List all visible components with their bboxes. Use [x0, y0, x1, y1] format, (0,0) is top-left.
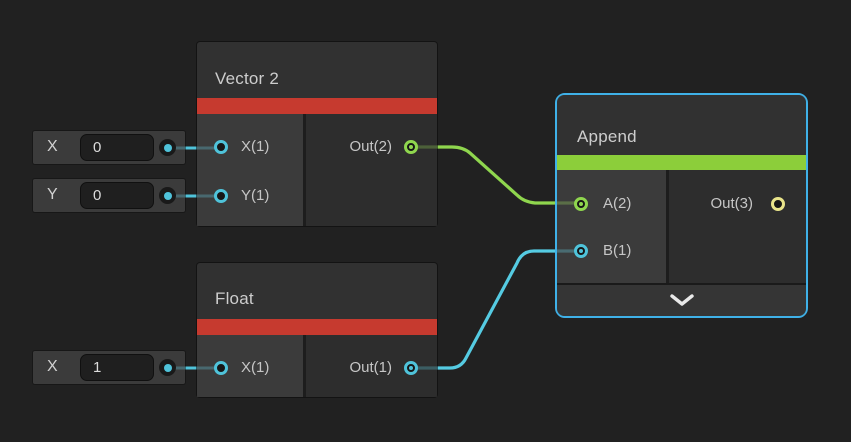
port-append-a-input[interactable]	[574, 197, 588, 211]
connector-dot	[163, 143, 172, 152]
node-append-title: Append	[577, 127, 637, 146]
port-label-vector2-x: X(1)	[241, 138, 270, 155]
widget-connector-float-x[interactable]	[159, 359, 176, 376]
widget-vector2-x: X	[33, 131, 185, 164]
port-float-out-output[interactable]	[404, 361, 418, 375]
port-label-float-x: X(1)	[241, 359, 270, 376]
node-vector2-input-column	[197, 114, 303, 226]
port-label-append-b: B(1)	[603, 242, 632, 259]
widget-connector-vector2-y[interactable]	[159, 187, 176, 204]
port-append-out-output[interactable]	[771, 197, 785, 211]
widget-label-x: X	[47, 138, 58, 155]
node-float-accent-bar	[197, 319, 437, 335]
node-vector2[interactable]: Vector 2 X(1) Y(1) Out(2)	[197, 42, 437, 226]
node-vector2-titlebar[interactable]: Vector 2	[197, 42, 437, 98]
widget-label-x: X	[47, 358, 58, 375]
port-connected-dot	[579, 249, 583, 253]
port-vector2-out-output[interactable]	[404, 140, 418, 154]
column-divider	[666, 170, 669, 283]
port-float-x-input[interactable]	[214, 361, 228, 375]
connector-dot	[163, 191, 172, 200]
port-label-float-out: Out(1)	[349, 359, 392, 376]
node-append-input-column	[557, 170, 666, 283]
node-vector2-output-column	[306, 114, 437, 226]
node-append[interactable]: Append A(2) B(1) Out(3)	[555, 93, 808, 318]
port-label-append-out: Out(3)	[710, 195, 753, 212]
vector2-y-value-field[interactable]	[80, 182, 154, 209]
port-connected-dot	[579, 202, 583, 206]
node-append-output-column	[669, 170, 806, 283]
node-append-footer	[557, 285, 806, 316]
widget-connector-vector2-x[interactable]	[159, 139, 176, 156]
node-append-titlebar[interactable]: Append	[557, 95, 806, 155]
port-vector2-x-input[interactable]	[214, 140, 228, 154]
node-vector2-title: Vector 2	[215, 69, 279, 88]
port-connected-dot	[409, 145, 413, 149]
port-vector2-y-input[interactable]	[214, 189, 228, 203]
port-label-vector2-out: Out(2)	[349, 138, 392, 155]
float-x-value-field[interactable]	[80, 354, 154, 381]
port-connected-dot	[409, 366, 413, 370]
node-float-titlebar[interactable]: Float	[197, 263, 437, 319]
node-float[interactable]: Float X(1) Out(1)	[197, 263, 437, 397]
widget-label-y: Y	[47, 186, 58, 203]
edge-vector2-out-to-append-a[interactable]	[409, 145, 583, 205]
edge-float-out-to-append-b[interactable]	[409, 249, 583, 370]
node-vector2-accent-bar	[197, 98, 437, 114]
column-divider	[303, 335, 306, 397]
port-append-b-input[interactable]	[574, 244, 588, 258]
widget-vector2-y: Y	[33, 179, 185, 212]
connector-dot	[163, 363, 172, 372]
node-append-footer-divider	[557, 283, 806, 285]
port-label-append-a: A(2)	[603, 195, 632, 212]
widget-float-x: X	[33, 351, 185, 384]
column-divider	[303, 114, 306, 226]
port-label-vector2-y: Y(1)	[241, 187, 270, 204]
node-append-accent-bar	[557, 155, 806, 170]
expand-chevron-down-icon[interactable]	[669, 293, 695, 307]
vector2-x-value-field[interactable]	[80, 134, 154, 161]
node-float-title: Float	[215, 289, 254, 308]
